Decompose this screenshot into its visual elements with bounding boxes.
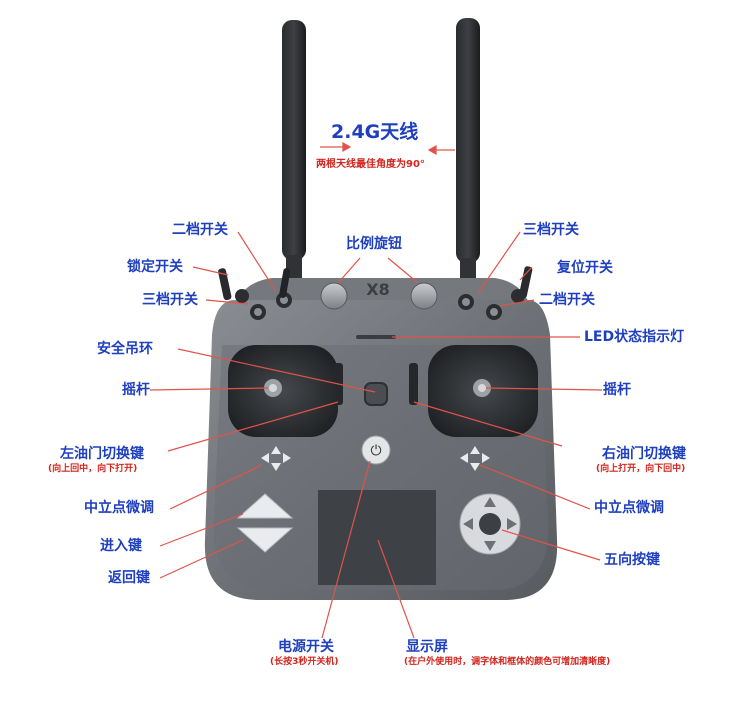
label-trim-left: 中立点微调 xyxy=(84,500,154,516)
power-icon: ⏻ xyxy=(370,443,381,459)
knob-right xyxy=(410,282,438,310)
label-safety-hook: 安全吊环 xyxy=(97,341,153,357)
label-five-way: 五向按键 xyxy=(604,552,660,568)
leader-lines xyxy=(149,141,603,639)
note-left-throttle: (向上回中，向下打开) xyxy=(48,464,138,474)
display-screen xyxy=(318,490,436,585)
label-three-pos-left: 三档开关 xyxy=(142,292,198,308)
label-back-key: 返回键 xyxy=(108,570,150,586)
power-button xyxy=(361,435,391,465)
right-throttle-key xyxy=(409,363,418,405)
note-display: (在户外使用时，调字体和框体的颜色可增加清晰度) xyxy=(404,657,611,667)
label-right-throttle: 右油门切换键 xyxy=(602,446,686,462)
antenna-left xyxy=(282,20,306,260)
label-lock-switch: 锁定开关 xyxy=(127,259,183,275)
label-power: 电源开关 xyxy=(278,639,334,655)
label-left-throttle: 左油门切换键 xyxy=(60,446,144,462)
label-reset-switch: 复位开关 xyxy=(557,260,613,276)
trim-right-icon xyxy=(460,446,490,471)
label-trim-right: 中立点微调 xyxy=(594,500,664,516)
label-proportional-knob: 比例旋钮 xyxy=(346,236,402,252)
gimbal-left xyxy=(228,345,338,437)
label-two-pos-left: 二档开关 xyxy=(172,222,228,238)
enter-key xyxy=(236,493,294,519)
antenna-note: 两根天线最佳角度为90° xyxy=(316,159,425,170)
switch-left-group xyxy=(218,268,292,320)
led-indicator xyxy=(356,335,396,339)
label-three-pos-right: 三档开关 xyxy=(523,222,579,238)
back-key xyxy=(236,527,294,553)
label-stick-right: 摇杆 xyxy=(603,382,631,398)
knob-left xyxy=(320,282,348,310)
label-led: LED状态指示灯 xyxy=(584,329,685,345)
brand-logo: X8 xyxy=(366,280,389,299)
label-two-pos-right: 二档开关 xyxy=(539,292,595,308)
label-stick-left: 摇杆 xyxy=(122,382,150,398)
note-power: (长按3秒开关机) xyxy=(270,657,339,667)
antenna-right xyxy=(456,18,480,263)
label-enter-key: 进入键 xyxy=(100,538,142,554)
switch-right-group xyxy=(458,266,533,320)
trim-left-icon xyxy=(261,446,291,471)
antenna-title: 2.4G天线 xyxy=(331,121,419,143)
note-right-throttle: (向上打开，向下回中) xyxy=(596,464,686,474)
safety-hook xyxy=(364,382,388,406)
label-display: 显示屏 xyxy=(406,639,448,655)
